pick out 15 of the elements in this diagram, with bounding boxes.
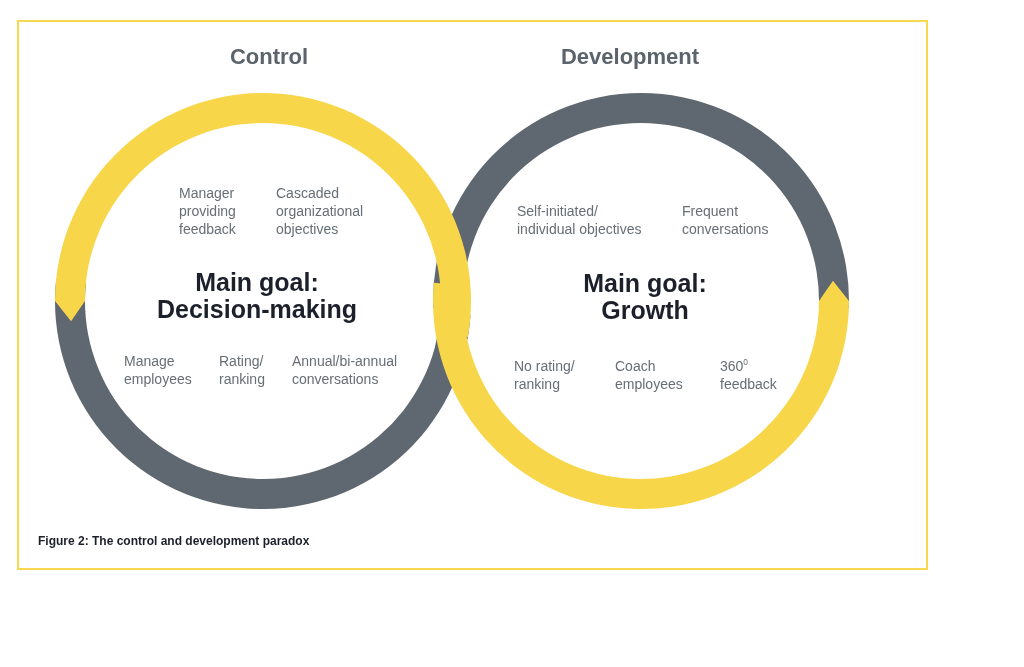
circle-heading: Development [559, 44, 701, 70]
practice-text: Coach employees [615, 357, 684, 393]
practice-text: Rating/ ranking [219, 352, 266, 388]
practice-text: No rating/ ranking [514, 357, 576, 393]
practice-text: Manage employees [124, 352, 193, 388]
figure-caption: Figure 2: The control and development paradox [38, 534, 310, 549]
goal-text: Main goal: Growth [582, 270, 708, 324]
practice-text: Annual/bi-annual conversations [292, 352, 399, 388]
practice-text: Frequent conversations [682, 202, 770, 238]
practice-text: Self-initiated/ individual objectives [517, 202, 643, 238]
practice-text: 360$^{0}$ feedback [720, 357, 778, 393]
practice-text: Manager providing feedback [179, 184, 237, 238]
goal-text: Main goal: Decision-making [155, 269, 359, 323]
practice-text: Cascaded organizational objectives [276, 184, 365, 238]
circle-heading: Control [228, 44, 310, 70]
